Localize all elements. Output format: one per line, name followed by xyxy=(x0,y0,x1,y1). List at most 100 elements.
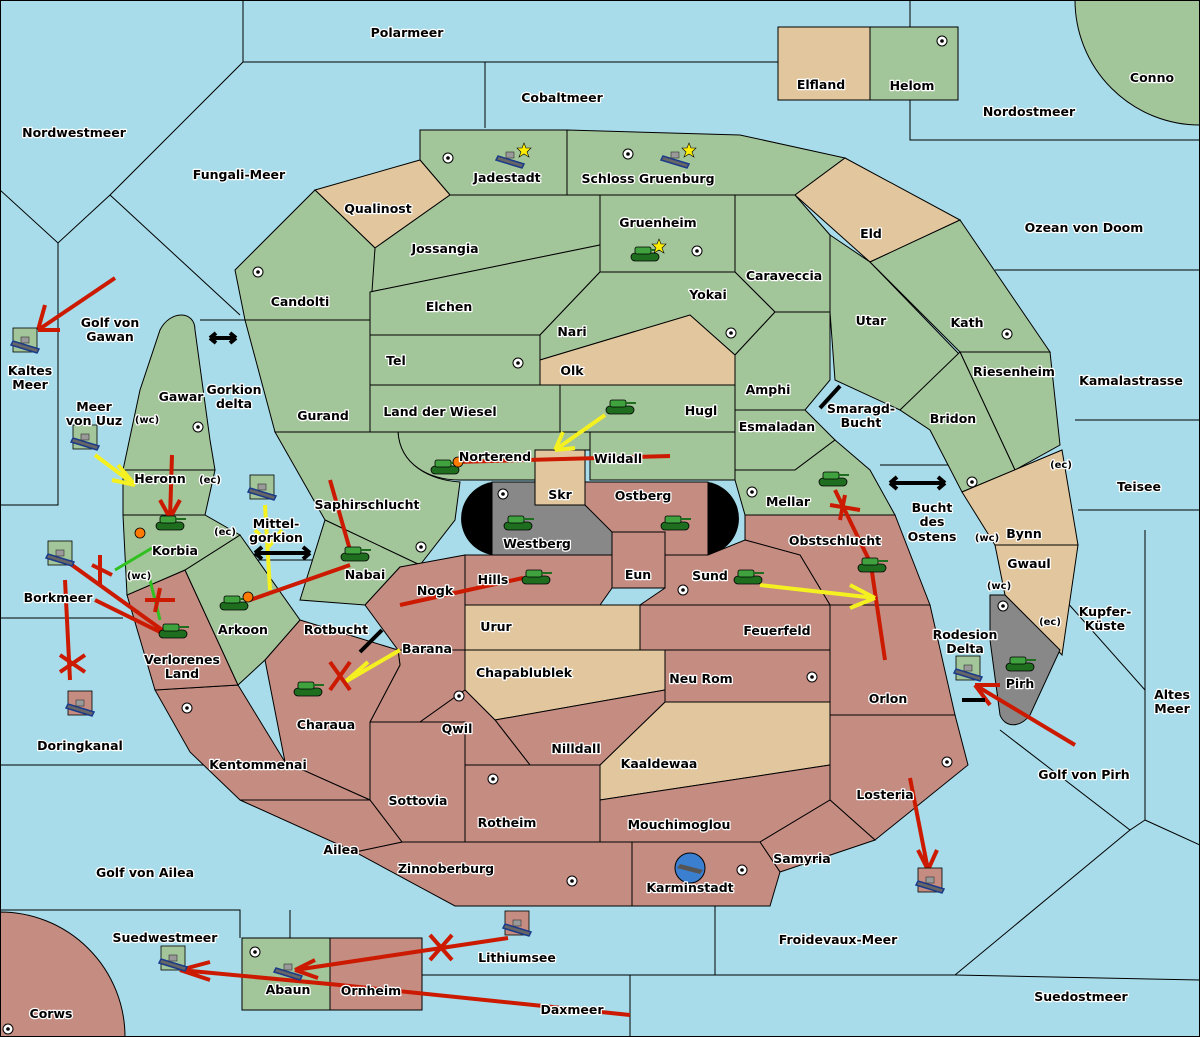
label-heronn: Heronn xyxy=(134,471,186,486)
label-bucht-des-ostens-1: Bucht xyxy=(912,500,953,515)
supply-center-icon xyxy=(512,357,524,369)
territory-gawar[interactable] xyxy=(122,314,216,471)
army-tank-icon[interactable] xyxy=(605,399,636,415)
label-mellar: Mellar xyxy=(766,494,811,509)
label-arkoon: Arkoon xyxy=(218,622,268,637)
territory-karminstadt[interactable] xyxy=(631,841,781,907)
label-esmaladan: Esmaladan xyxy=(739,419,815,434)
territory-gruenheim[interactable] xyxy=(599,194,736,273)
label-bynn: Bynn xyxy=(1006,526,1041,541)
fleet-ship-icon[interactable] xyxy=(69,424,101,451)
label-ostberg: Ostberg xyxy=(615,488,672,503)
label-suedwestmeer: Suedwestmeer xyxy=(113,930,219,945)
army-tank-icon[interactable] xyxy=(503,515,534,531)
territory-saphirschlucht[interactable] xyxy=(274,431,461,566)
supply-center-icon xyxy=(941,756,953,768)
ostberg-canal xyxy=(708,482,739,555)
army-tank-icon[interactable] xyxy=(521,569,552,585)
label-kupfer-kueste-1: Kupfer- xyxy=(1079,604,1132,619)
territory-gwaul[interactable] xyxy=(994,544,1079,657)
supply-center-icon xyxy=(966,476,978,488)
supply-center-icon xyxy=(415,541,427,553)
label-ornheim: Ornheim xyxy=(341,983,401,998)
label-land-der-wiesel: Land der Wiesel xyxy=(383,404,496,419)
army-tank-icon[interactable] xyxy=(340,546,371,562)
territory-elfland[interactable] xyxy=(777,26,871,101)
label-qwil: Qwil xyxy=(442,721,473,736)
supply-center-icon xyxy=(806,671,818,683)
territory-mellar[interactable] xyxy=(734,439,896,516)
territory-ornheim[interactable] xyxy=(329,937,423,1011)
supply-center-icon xyxy=(691,245,703,257)
label-froidevaux-meer: Froidevaux-Meer xyxy=(779,932,898,947)
star-icon xyxy=(681,142,697,158)
fleet-ship-icon[interactable] xyxy=(659,151,691,169)
label-verlorenes-land-2: Land xyxy=(165,666,199,681)
label-kaltes-meer-2: Meer xyxy=(12,377,48,392)
label-amphi: Amphi xyxy=(746,382,791,397)
army-tank-icon[interactable] xyxy=(155,515,186,531)
supply-center-icon xyxy=(252,266,264,278)
supply-center-icon xyxy=(1001,328,1013,340)
fleet-ship-icon[interactable] xyxy=(64,690,96,717)
army-tank-icon[interactable] xyxy=(293,681,324,697)
army-tank-icon[interactable] xyxy=(733,569,764,585)
label-eld: Eld xyxy=(860,226,882,241)
army-tank-icon[interactable] xyxy=(158,623,189,639)
label-elfland: Elfland xyxy=(797,77,845,92)
label-wildall: Wildall xyxy=(594,451,642,466)
label-golf-von-gawan-2: Gawan xyxy=(86,329,134,344)
label-bucht-des-ostens-2: des xyxy=(920,514,945,529)
battle-explosion-icon xyxy=(134,527,146,539)
fleet-ship-icon[interactable] xyxy=(494,151,526,169)
label-karminstadt: Karminstadt xyxy=(646,880,733,895)
army-tank-icon[interactable] xyxy=(660,515,691,531)
label-rotbucht: Rotbucht xyxy=(304,622,368,637)
fleet-ship-icon[interactable] xyxy=(501,910,533,937)
label-utar: Utar xyxy=(856,313,888,328)
fleet-ship-icon[interactable] xyxy=(157,945,189,972)
fleet-karminstadt-circle-icon[interactable] xyxy=(674,852,706,884)
label-doringkanal: Doringkanal xyxy=(37,738,123,753)
territory-conno[interactable] xyxy=(1074,0,1200,126)
supply-center-icon xyxy=(2,1023,14,1035)
label-jadestadt: Jadestadt xyxy=(472,170,540,185)
label-elchen: Elchen xyxy=(426,299,473,314)
army-tank-icon[interactable] xyxy=(1005,656,1036,672)
battle-explosion-icon xyxy=(242,591,254,603)
fleet-ship-icon[interactable] xyxy=(44,540,76,567)
label-nogk: Nogk xyxy=(417,583,454,598)
label-teisee: Teisee xyxy=(1117,479,1161,494)
territories xyxy=(122,129,1079,907)
westberg-canal xyxy=(461,482,492,555)
territory-corws[interactable] xyxy=(0,911,126,1037)
army-tank-icon[interactable] xyxy=(857,557,888,573)
supply-center-icon xyxy=(566,875,578,887)
army-tank-icon[interactable] xyxy=(219,595,250,611)
star-icon xyxy=(516,142,532,158)
fleet-ship-icon[interactable] xyxy=(952,655,984,682)
fleet-ship-icon[interactable] xyxy=(246,474,278,501)
army-tank-icon[interactable] xyxy=(630,246,661,262)
coast-bynn-wc: (wc) xyxy=(975,533,999,544)
fleet-ship-icon[interactable] xyxy=(9,327,41,354)
label-saphirschlucht: Saphirschlucht xyxy=(315,497,420,512)
label-riesenheim: Riesenheim xyxy=(973,364,1055,379)
supply-center-icon xyxy=(181,702,193,714)
fleet-ship-icon[interactable] xyxy=(914,867,946,894)
label-jossangia: Jossangia xyxy=(410,241,478,256)
label-chapablublek: Chapablublek xyxy=(476,665,573,680)
label-nilldall: Nilldall xyxy=(551,741,600,756)
territory-rotheim[interactable] xyxy=(464,764,601,843)
label-qualinost: Qualinost xyxy=(344,201,411,216)
supply-center-icon xyxy=(453,690,465,702)
territory-candolti[interactable] xyxy=(234,189,376,321)
army-tank-icon[interactable] xyxy=(818,471,849,487)
label-abaun: Abaun xyxy=(266,982,311,997)
label-gawar: Gawar xyxy=(159,389,205,404)
label-lithiumsee: Lithiumsee xyxy=(478,950,556,965)
fleet-ship-icon[interactable] xyxy=(272,963,304,981)
label-cobaltmeer: Cobaltmeer xyxy=(521,90,603,105)
label-meer-von-uuz-2: von Uuz xyxy=(66,413,122,428)
